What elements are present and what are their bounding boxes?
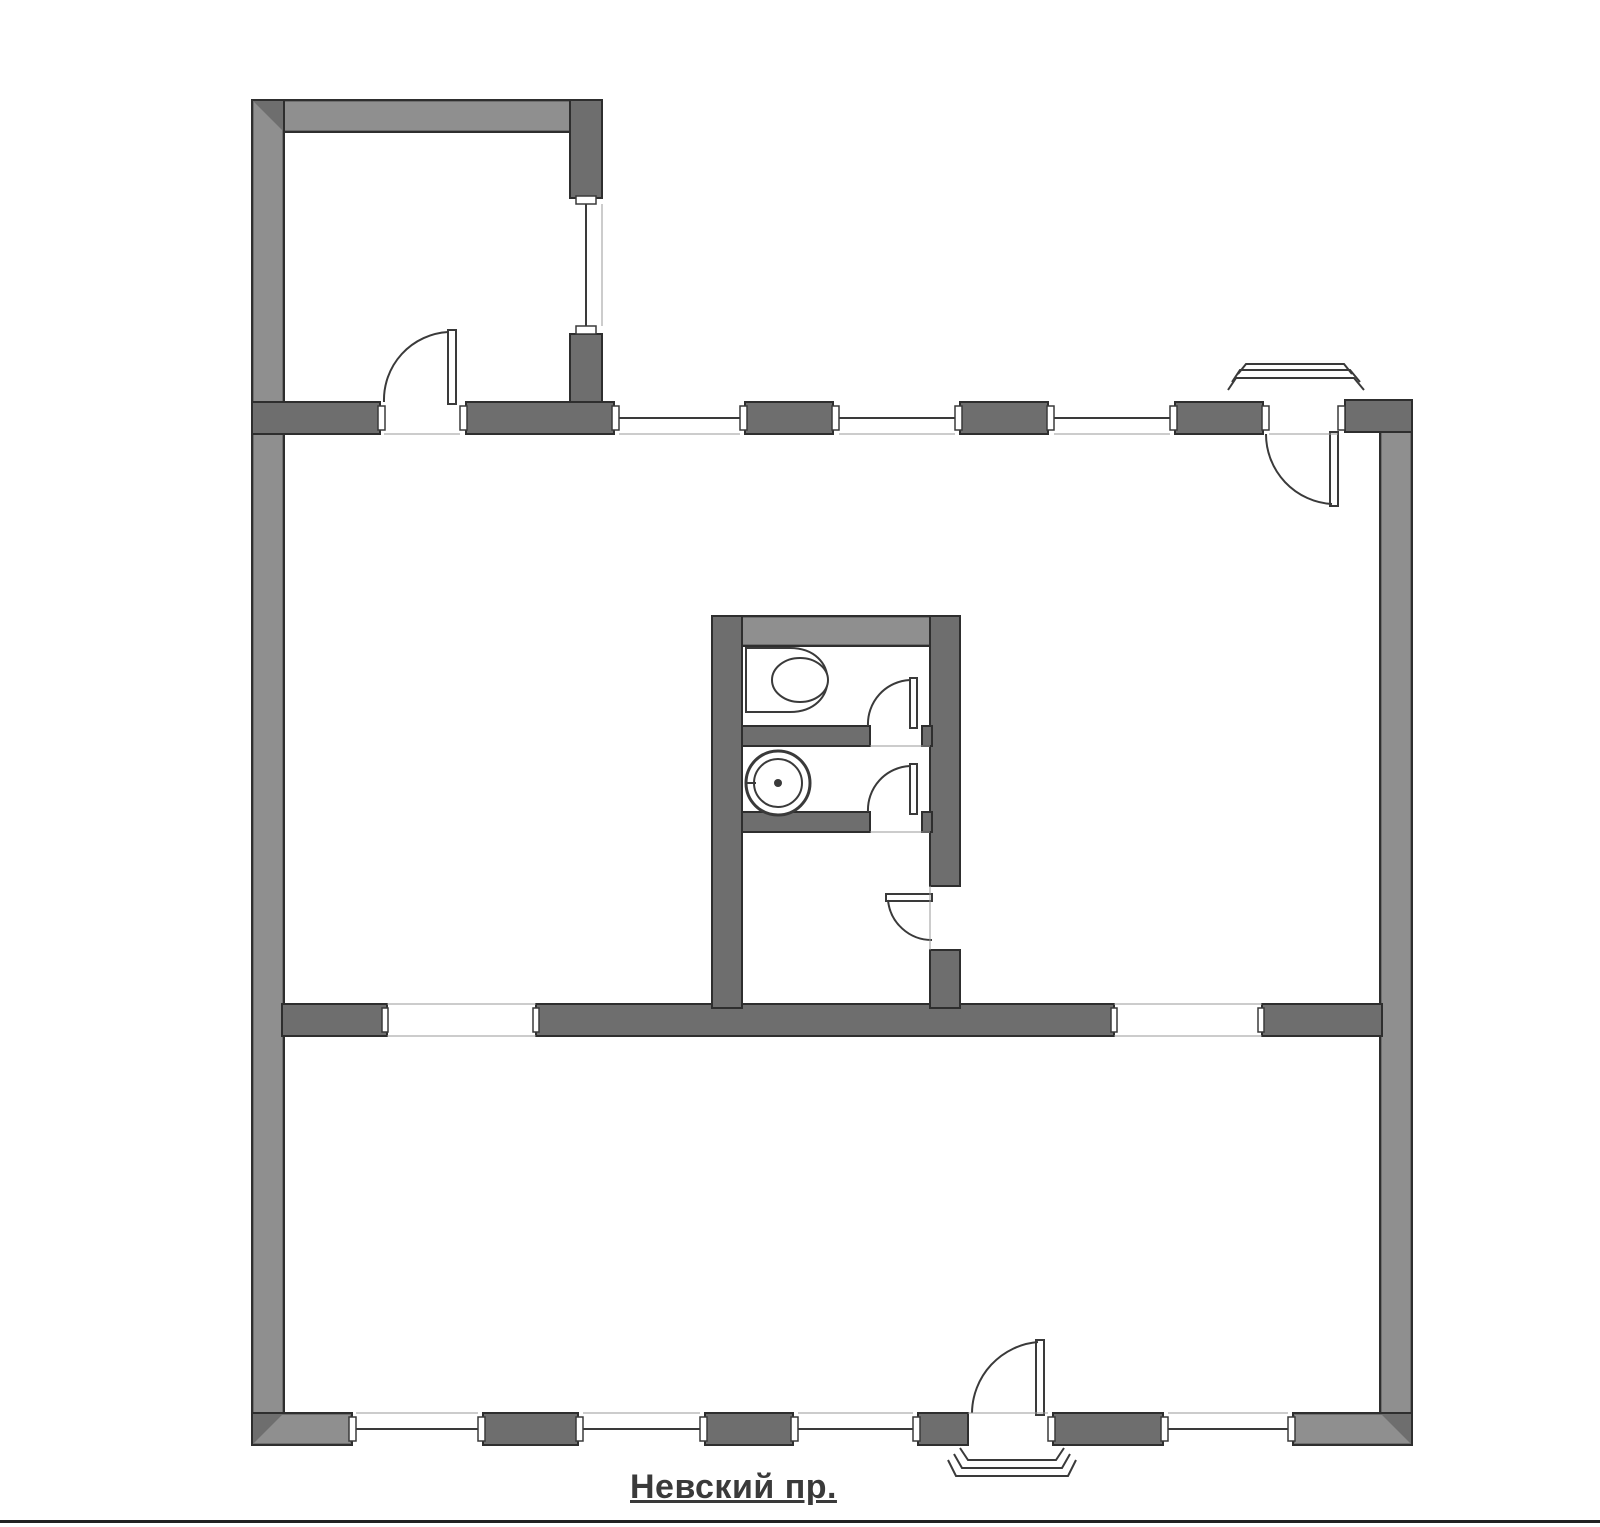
bottom-windows — [356, 1412, 1288, 1430]
upper-room-right-wall-bottom — [569, 333, 603, 405]
middle-partition-wall — [281, 1003, 1383, 1037]
exterior-walls — [251, 99, 1413, 1446]
top-facade-wall — [251, 401, 1346, 435]
door-swing-icon — [885, 886, 933, 950]
window-icon — [1054, 417, 1170, 435]
sink-icon — [744, 749, 812, 817]
window-icon — [1168, 1412, 1288, 1430]
entrance-steps-icon — [947, 1447, 1077, 1477]
window-icon — [575, 195, 603, 335]
top-windows — [619, 417, 1170, 435]
upper-room-right-wall-top — [569, 99, 603, 199]
street-label: Невский пр. — [630, 1468, 837, 1506]
window-icon — [798, 1412, 913, 1430]
door-swing-icon — [382, 329, 460, 435]
door-swing-icon — [866, 763, 918, 815]
window-icon — [356, 1412, 478, 1430]
bottom-facade-wall — [251, 1412, 1413, 1446]
entrance-steps-icon — [1227, 363, 1365, 391]
door-swing-icon — [1264, 431, 1339, 507]
toilet-icon — [745, 647, 829, 713]
bottom-rule — [0, 1520, 1600, 1523]
bathroom-block — [711, 615, 961, 1009]
window-icon — [583, 1412, 700, 1430]
window-icon — [619, 417, 740, 435]
door-swing-icon — [866, 677, 918, 729]
right-top-corner-wall — [1344, 399, 1413, 433]
door-swing-icon — [968, 1339, 1048, 1416]
window-icon — [839, 417, 955, 435]
